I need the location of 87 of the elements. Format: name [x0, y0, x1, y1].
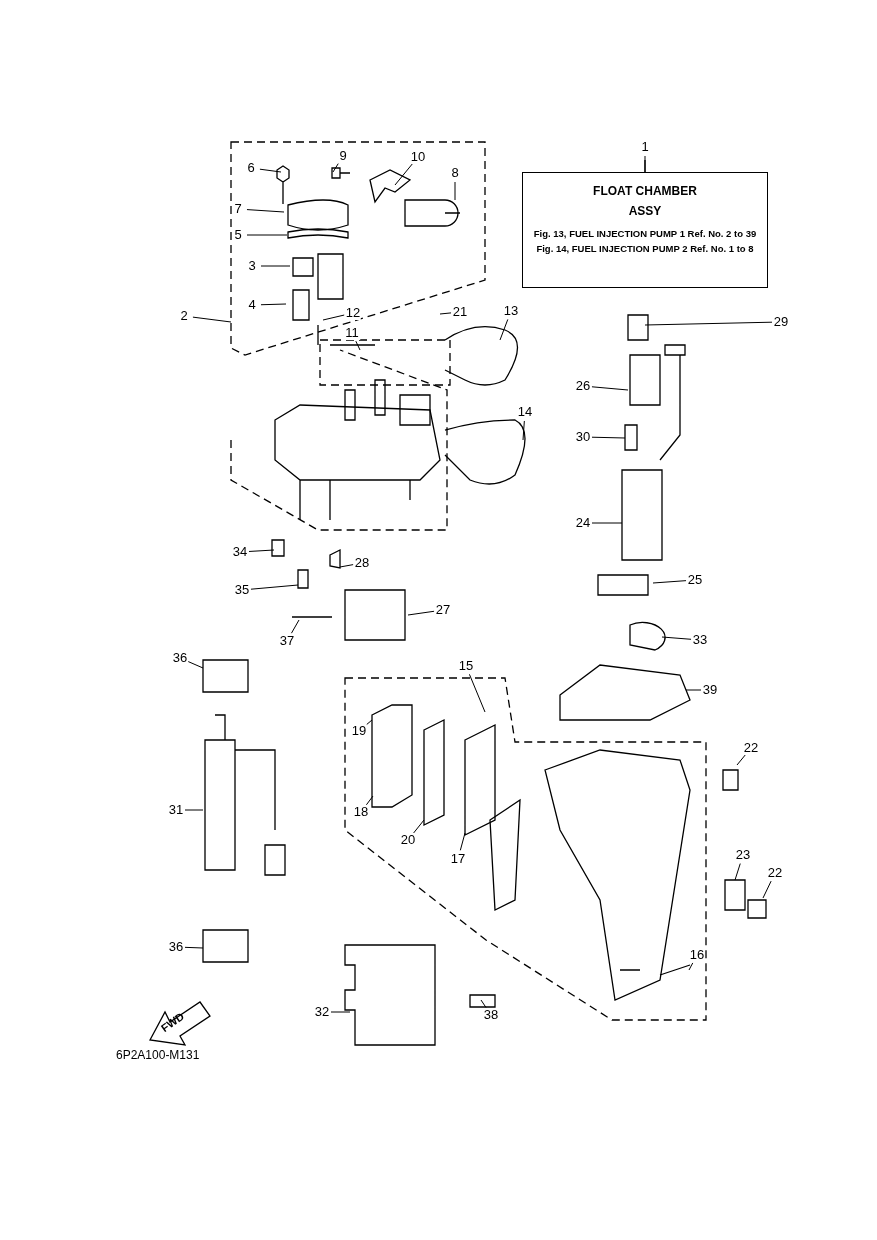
- leader-line: [468, 673, 486, 713]
- callout-number: 31: [167, 803, 185, 817]
- leader-line: [688, 962, 694, 971]
- leader-line: [591, 386, 629, 391]
- leader-line: [290, 619, 300, 634]
- callout-number: 36: [167, 940, 185, 954]
- callout-number: 17: [449, 852, 467, 866]
- callout-number: 11: [344, 326, 360, 340]
- leader-line: [661, 636, 692, 640]
- leader-line: [591, 522, 623, 524]
- leader-line: [184, 946, 204, 949]
- leader-line: [644, 155, 646, 173]
- callout-number: 34: [231, 545, 249, 559]
- info-box: [522, 172, 768, 288]
- leader-line: [407, 610, 435, 616]
- callout-number: 27: [434, 603, 452, 617]
- callout-number: 1: [640, 140, 650, 154]
- leader-line: [246, 209, 285, 213]
- leader-line: [250, 584, 299, 590]
- callout-number: 10: [409, 150, 427, 164]
- callout-number: 21: [451, 305, 469, 319]
- leader-line: [394, 163, 413, 186]
- leader-line: [522, 420, 525, 441]
- callout-number: 36: [171, 651, 189, 665]
- box-heading: FLOAT CHAMBER ASSY: [592, 183, 698, 220]
- leader-line: [322, 314, 345, 321]
- callout-number: 19: [350, 724, 368, 738]
- leader-line: [459, 832, 466, 851]
- callout-number: 16: [688, 948, 706, 962]
- leader-line: [355, 340, 361, 351]
- callout-number: 28: [353, 556, 371, 570]
- callout-number: 14: [516, 405, 534, 419]
- leader-line: [652, 580, 687, 584]
- callout-number: 3: [247, 259, 257, 273]
- leader-line: [259, 168, 282, 173]
- callout-number: 26: [574, 379, 592, 393]
- callout-number: 30: [574, 430, 592, 444]
- callout-number: 35: [233, 583, 251, 597]
- leader-line: [454, 181, 456, 201]
- callout-number: 37: [278, 634, 296, 648]
- leader-line: [365, 795, 374, 806]
- leader-line: [260, 303, 287, 306]
- callout-number: 9: [338, 149, 348, 163]
- callout-number: 23: [734, 848, 752, 862]
- callout-number: 25: [686, 573, 704, 587]
- leader-line: [248, 549, 275, 552]
- callout-number: 32: [313, 1005, 331, 1019]
- leader-line: [330, 1011, 351, 1013]
- leader-line: [499, 318, 509, 341]
- callout-number: 2: [179, 309, 189, 323]
- part-code: 6P2A100-M131: [116, 1048, 200, 1062]
- callout-number: 4: [247, 298, 257, 312]
- leader-line: [439, 312, 452, 315]
- leader-line: [184, 809, 204, 811]
- callout-number: 8: [450, 166, 460, 180]
- callout-number: 38: [482, 1008, 500, 1022]
- leader-line: [762, 880, 772, 899]
- leader-line: [260, 265, 291, 267]
- leader-line: [685, 689, 702, 691]
- callout-number: 39: [701, 683, 719, 697]
- leader-line: [365, 719, 373, 726]
- leader-line: [644, 321, 773, 326]
- leader-line: [192, 316, 232, 323]
- leader-line: [246, 234, 288, 236]
- leader-line: [591, 436, 626, 439]
- reference-note: Fig. 14, FUEL INJECTION PUMP 2 Ref. No. 1 to 8: [535, 242, 755, 255]
- callout-number: 6: [246, 161, 256, 175]
- callout-number: 12: [344, 306, 362, 320]
- leader-line: [736, 754, 746, 766]
- callout-number: 29: [772, 315, 790, 329]
- reference-note: Fig. 13, FUEL INJECTION PUMP 1 Ref. No. 2 to 39: [532, 227, 758, 240]
- leader-line: [332, 163, 339, 173]
- callout-number: 7: [233, 202, 243, 216]
- leader-line: [413, 819, 425, 834]
- leader-line: [187, 661, 204, 669]
- callout-number: 22: [742, 741, 760, 755]
- leader-line: [734, 863, 741, 881]
- callout-number: 20: [399, 833, 417, 847]
- callout-number: 22: [766, 866, 784, 880]
- leader-line: [480, 999, 487, 1008]
- callout-number: 18: [352, 805, 370, 819]
- callout-number: 33: [691, 633, 709, 647]
- callout-number: 15: [457, 659, 475, 673]
- callout-number: 24: [574, 516, 592, 530]
- callout-number: 5: [233, 228, 243, 242]
- callout-number: 13: [502, 304, 520, 318]
- leader-line: [339, 564, 354, 568]
